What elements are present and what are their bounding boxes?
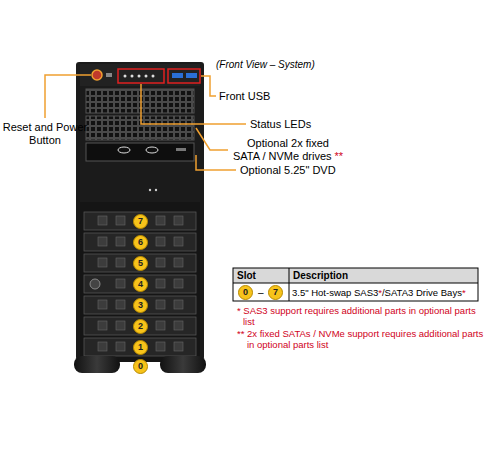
bay-mesh bbox=[86, 89, 194, 113]
callout-number: 4 bbox=[133, 277, 148, 292]
callout-label: Optional 5.25" DVD bbox=[240, 164, 336, 177]
table-header: Description bbox=[293, 269, 348, 282]
footnote: * SAS3 support requires additional parts… bbox=[237, 305, 483, 327]
callout-group: Optional 2x fixed SATA / NVMe drives ** bbox=[232, 137, 344, 163]
usb-outline bbox=[168, 69, 200, 83]
led-outline bbox=[118, 69, 164, 83]
callout-number: 2 bbox=[133, 319, 148, 334]
usb-port bbox=[172, 73, 183, 78]
bay-mesh bbox=[86, 116, 194, 140]
table-cell: /SATA3 Drive Bays bbox=[382, 287, 462, 298]
callout-number: 0 bbox=[133, 359, 148, 374]
usb-port bbox=[186, 73, 197, 78]
view-title: (Front View – System) bbox=[216, 58, 315, 71]
foot bbox=[74, 356, 120, 373]
footnote: ** 2x fixed SATAs / NVMe support require… bbox=[237, 328, 487, 350]
callout-label: Front USB bbox=[219, 90, 270, 103]
table-cell: – bbox=[258, 286, 264, 299]
callout-label: Status LEDs bbox=[250, 118, 311, 131]
drive-cage bbox=[80, 202, 200, 362]
callout-number: 7 bbox=[133, 214, 148, 229]
callout-label: Optional 2x fixed SATA / NVMe drives bbox=[233, 137, 332, 162]
footnote-mark: ** bbox=[335, 150, 344, 162]
top-panel bbox=[80, 64, 200, 86]
lock bbox=[90, 279, 100, 289]
callout-number: 3 bbox=[133, 298, 148, 313]
callout-number: 6 bbox=[133, 235, 148, 250]
callout-number: 7 bbox=[268, 285, 283, 300]
table-header bbox=[233, 268, 478, 283]
table-header: Slot bbox=[237, 269, 256, 282]
reset-button bbox=[106, 73, 112, 77]
footnote-mark: * bbox=[462, 287, 466, 298]
table-cell: 3.5" Hot-swap SAS3*/SATA3 Drive Bays* bbox=[292, 287, 466, 298]
table-cell: 3.5" Hot-swap SAS3 bbox=[292, 287, 378, 298]
drive-bays bbox=[84, 212, 196, 356]
dvd-drive bbox=[86, 143, 194, 161]
callout-label: Reset and Power Button bbox=[1, 121, 89, 147]
callout-number: 1 bbox=[133, 340, 148, 355]
foot bbox=[160, 356, 206, 373]
footnote-mark: * bbox=[378, 287, 382, 298]
table-border bbox=[233, 268, 478, 301]
callout-number: 5 bbox=[133, 256, 148, 271]
callout-number: 0 bbox=[238, 285, 253, 300]
power-button bbox=[92, 70, 102, 80]
